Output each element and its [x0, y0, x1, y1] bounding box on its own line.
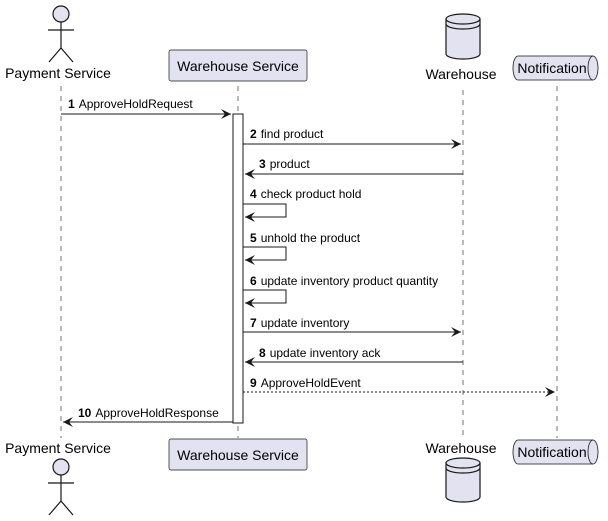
message-6: 6 update inventory product quantity — [243, 274, 438, 308]
activation-bar-warehouse-service — [232, 113, 244, 424]
message-5: 5 unhold the product — [243, 231, 361, 265]
message-number: 4 — [250, 187, 257, 201]
participant-warehouse-service-top: Warehouse Service — [168, 49, 308, 82]
message-number: 10 — [78, 406, 92, 420]
message-number: 5 — [250, 231, 257, 245]
message-7: 7 update inventory — [243, 316, 461, 337]
message-1: 1 ApproveHoldRequest — [61, 97, 231, 119]
message-label: update inventory product quantity — [261, 274, 438, 288]
participant-label: Warehouse Service — [177, 447, 299, 463]
participant-warehouse-top: Warehouse — [425, 13, 497, 82]
message-3: 3 product — [245, 157, 463, 179]
participant-label: Notification — [517, 444, 586, 460]
database-icon — [445, 13, 481, 60]
participant-label: Notification — [517, 60, 586, 76]
queue-icon — [512, 55, 599, 81]
message-label: product — [270, 157, 311, 171]
participant-label: Payment Service — [5, 65, 111, 81]
message-2: 2 find product — [243, 127, 461, 149]
message-9: 9 ApproveHoldEvent — [243, 376, 555, 397]
participant-label: Warehouse Service — [177, 58, 299, 74]
message-number: 3 — [259, 157, 266, 171]
message-number: 2 — [250, 127, 257, 141]
message-label: update inventory ack — [270, 346, 382, 360]
participant-label: Warehouse — [425, 66, 496, 82]
message-label: ApproveHoldEvent — [261, 376, 362, 390]
message-label: check product hold — [261, 187, 362, 201]
participant-payment-service-top: Payment Service — [5, 5, 111, 81]
message-4: 4 check product hold — [243, 187, 361, 222]
message-number: 9 — [250, 376, 257, 390]
participant-warehouse-service-bottom: Warehouse Service — [168, 438, 308, 471]
message-number: 1 — [68, 97, 75, 111]
participant-label: Warehouse — [425, 440, 496, 456]
messages: 1 ApproveHoldRequest 2 find product 3 produ… — [61, 97, 555, 427]
participant-warehouse-bottom: Warehouse — [425, 440, 497, 503]
message-number: 6 — [250, 274, 257, 288]
message-label: ApproveHoldRequest — [79, 97, 194, 111]
participant-notification-top: Notification — [512, 55, 599, 81]
message-label: ApproveHoldResponse — [95, 406, 219, 420]
message-number: 8 — [259, 346, 266, 360]
participant-payment-service-bottom: Payment Service — [5, 440, 111, 516]
participant-label: Payment Service — [5, 440, 111, 456]
actor-icon — [48, 5, 74, 63]
message-label: update inventory — [261, 316, 350, 330]
actor-icon — [48, 458, 74, 516]
message-8: 8 update inventory ack — [245, 346, 463, 367]
database-icon — [445, 457, 481, 503]
message-label: find product — [261, 127, 324, 141]
message-label: unhold the product — [261, 231, 361, 245]
queue-icon — [512, 439, 599, 465]
message-number: 7 — [250, 316, 257, 330]
participant-notification-bottom: Notification — [512, 439, 599, 465]
